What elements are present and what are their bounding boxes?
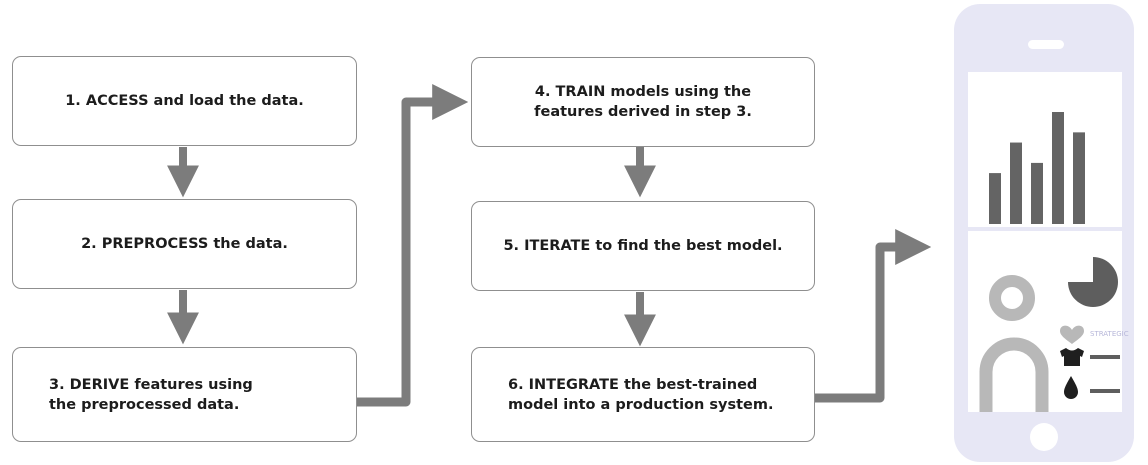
phone-home-button: [1030, 423, 1058, 451]
arrow-6-to-phone: [815, 229, 932, 403]
drop-legend-bar: [1090, 389, 1120, 393]
step-5-iterate: 5. ITERATE to find the best model.: [471, 201, 815, 291]
donut-icon: [989, 275, 1035, 321]
pie-icon: [1068, 257, 1118, 307]
phone-bar: [1052, 112, 1064, 224]
phone-screen-divider: [968, 227, 1122, 231]
phone-bar: [1031, 162, 1043, 224]
step-4-train: 4. TRAIN models using the features deriv…: [471, 57, 815, 147]
arrow-3-to-4: [357, 84, 469, 407]
step-1-access: 1. ACCESS and load the data.: [12, 56, 357, 146]
drop-icon: [1064, 376, 1078, 399]
step-4-text: 4. TRAIN models using the features deriv…: [534, 84, 752, 120]
step-1-text: 1. ACCESS and load the data.: [65, 93, 304, 109]
heart-icon: [1060, 325, 1084, 344]
step-6-integrate: 6. INTEGRATE the best-trained model into…: [471, 347, 815, 442]
shirt-icon: [1060, 348, 1084, 366]
phone-legend-text: STRATEGIC: [1090, 330, 1129, 338]
phone-bar: [1073, 132, 1085, 224]
phone-bar-chart: [989, 112, 1085, 224]
phone-speaker: [1028, 40, 1064, 49]
step-2-text: 2. PREPROCESS the data.: [81, 236, 288, 252]
smartphone-illustration: STRATEGIC: [954, 4, 1134, 462]
shirt-legend-bar: [1090, 355, 1120, 359]
phone-bar: [1010, 142, 1022, 224]
step-5-text: 5. ITERATE to find the best model.: [503, 238, 783, 254]
step-3-text: 3. DERIVE features using the preprocesse…: [49, 376, 253, 413]
step-6-text: 6. INTEGRATE the best-trained model into…: [508, 376, 774, 413]
arch-icon: [979, 337, 1049, 412]
step-2-preprocess: 2. PREPROCESS the data.: [12, 199, 357, 289]
step-3-derive: 3. DERIVE features using the preprocesse…: [12, 347, 357, 442]
phone-bar: [989, 173, 1001, 224]
